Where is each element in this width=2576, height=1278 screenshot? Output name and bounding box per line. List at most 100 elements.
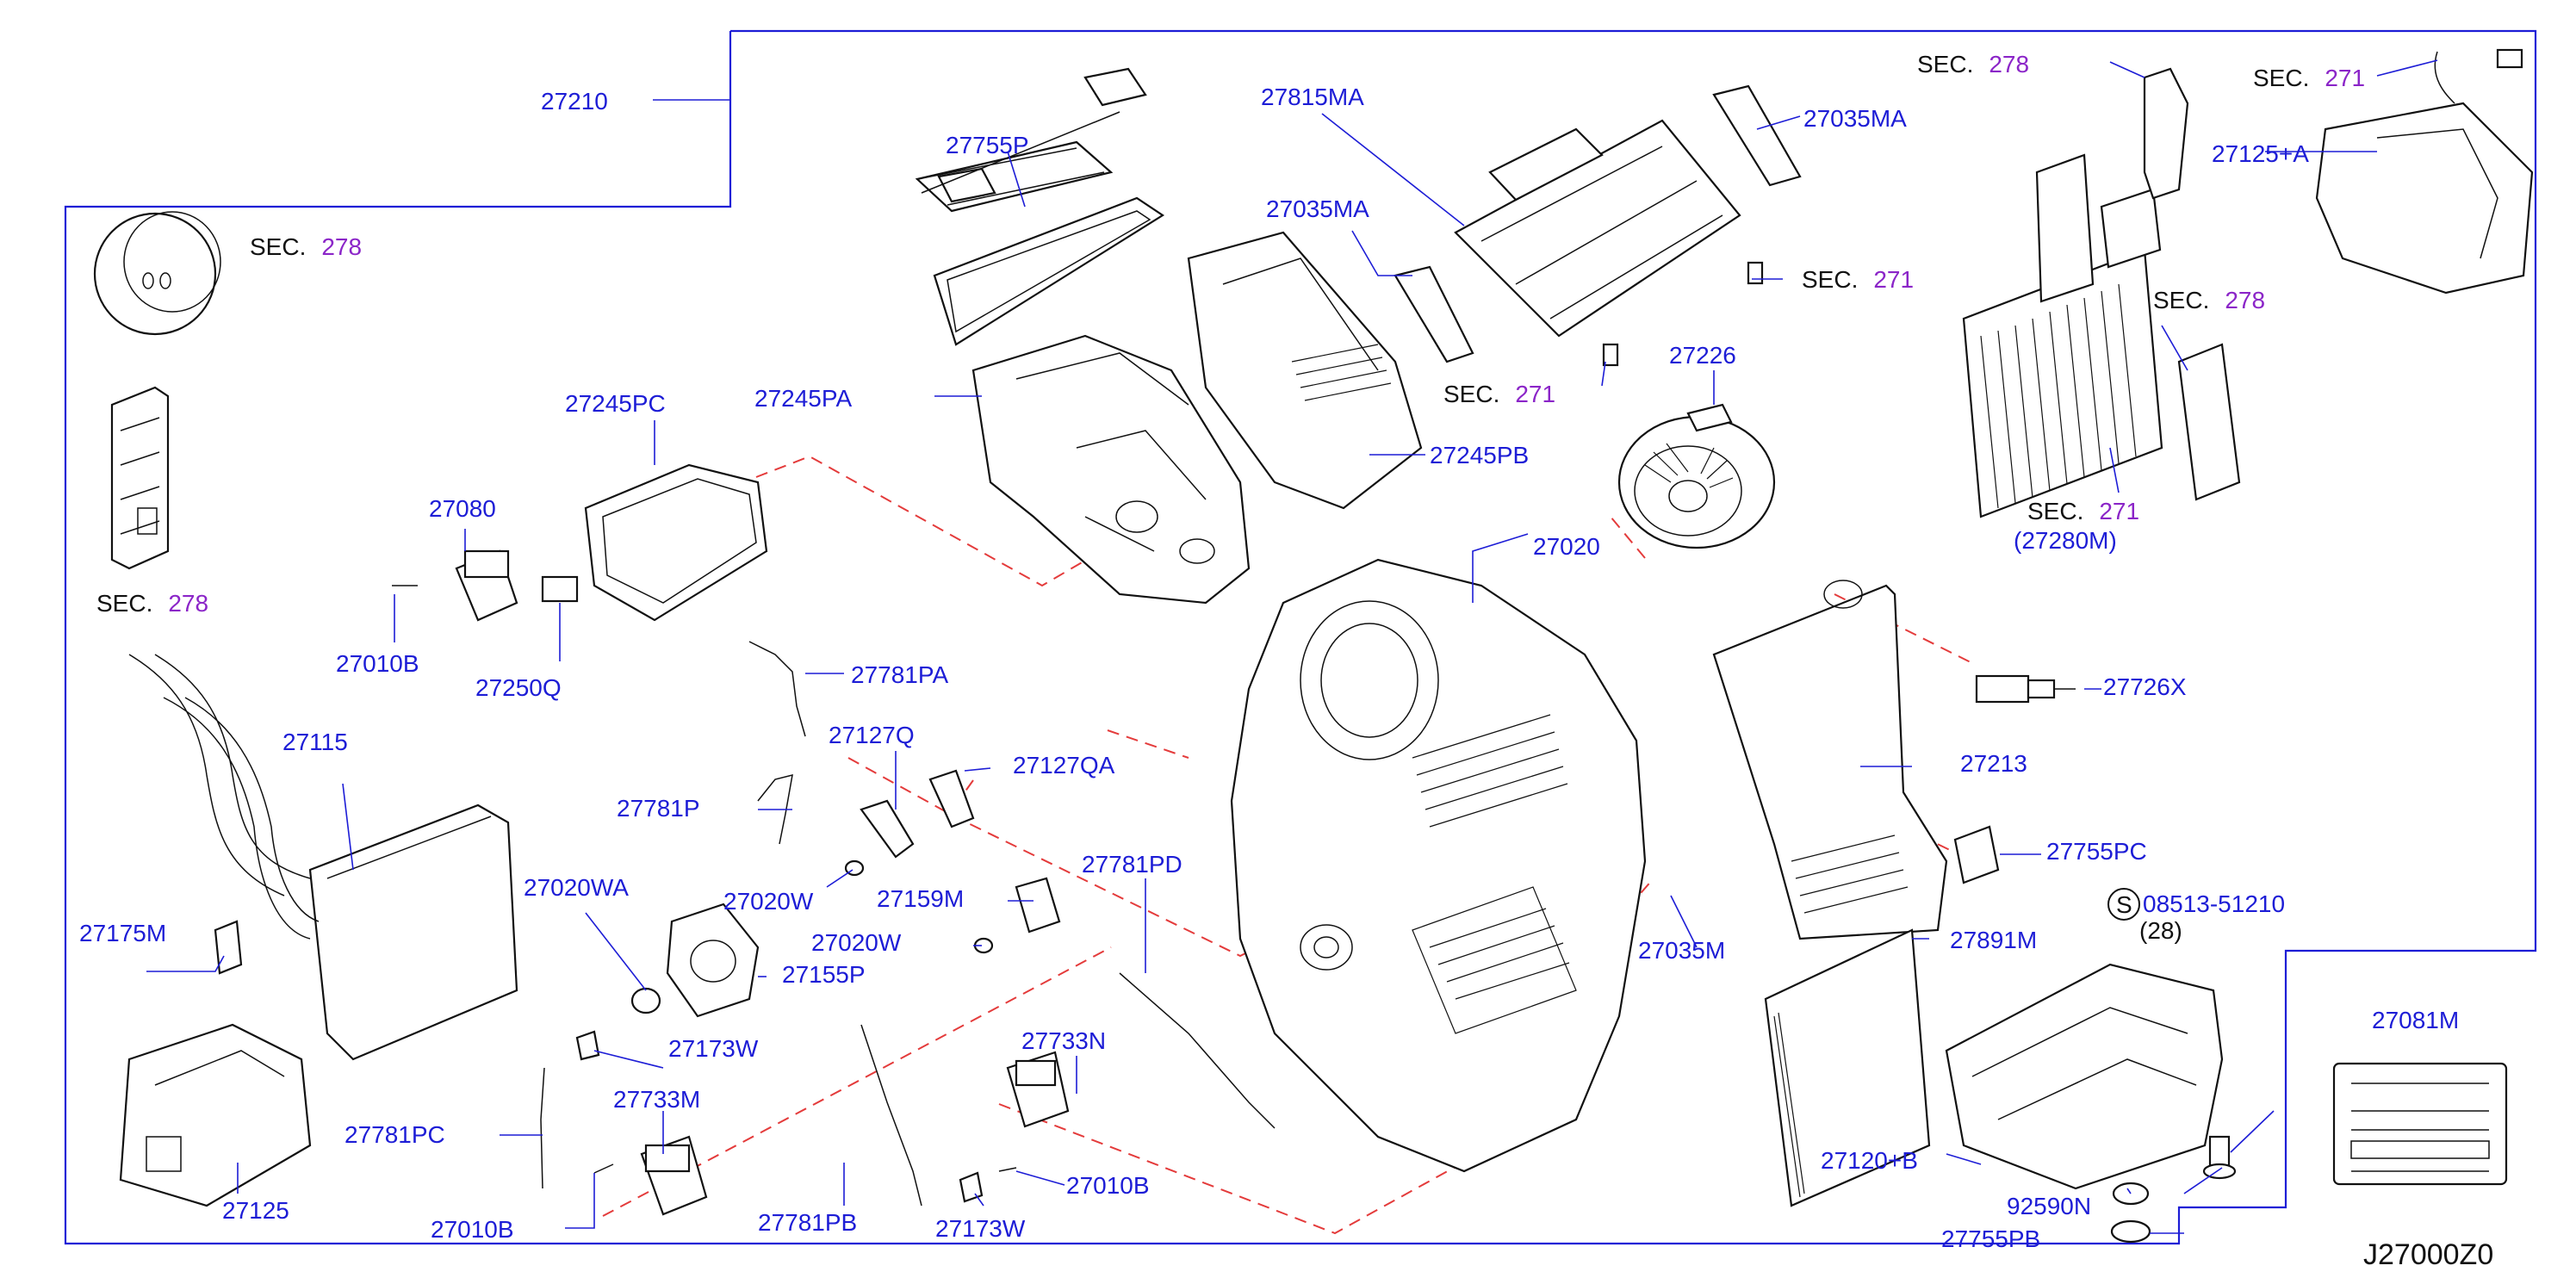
- label-27250Q: 27250Q: [475, 674, 562, 701]
- actuator-27080: [455, 549, 518, 622]
- case-27125: [119, 1023, 312, 1207]
- label-08513: 08513-51210: [2143, 890, 2285, 917]
- label-27213: 27213: [1960, 750, 2027, 777]
- sec-271-d: SEC.271: [2027, 498, 2139, 524]
- grommet-27755PB: [2110, 1219, 2151, 1244]
- label-27755PC: 27755PC: [2046, 838, 2147, 865]
- label-27733M: 27733M: [613, 1086, 700, 1113]
- seal-27035MA-top: [1712, 84, 1802, 187]
- case-27125A: [2315, 48, 2534, 295]
- evaporator-core: [1962, 153, 2163, 518]
- upper-case-27245PA: [971, 334, 1251, 605]
- label-27173W-b: 27173W: [935, 1215, 1026, 1242]
- filter-27891M: [1764, 928, 1931, 1207]
- clip-27173W-b: [959, 1171, 984, 1203]
- label-27726X: 27726X: [2103, 673, 2187, 700]
- label-27020W-a: 27020W: [723, 888, 814, 915]
- label-27010B-b: 27010B: [431, 1216, 514, 1243]
- case-side-27213: [1712, 580, 1948, 940]
- label-27120B: 27120+B: [1821, 1147, 1918, 1174]
- blower-motor-27226: [1617, 403, 1776, 549]
- seal-27755PC: [1953, 825, 2000, 884]
- filter-frame-top: [915, 67, 1147, 213]
- sec-278-b: SEC.278: [96, 590, 208, 617]
- sensor-27726X: [1975, 674, 2076, 704]
- bolt-08513: [2202, 1135, 2237, 1180]
- label-27127Q: 27127Q: [829, 722, 915, 748]
- s-symbol-letter: S: [2116, 891, 2132, 918]
- label-27781PD: 27781PD: [1082, 851, 1182, 878]
- bracket-sec278-top: [2143, 67, 2189, 200]
- actuator-27733N: [1006, 1051, 1070, 1128]
- label-27010B-c: 27010B: [1066, 1172, 1150, 1199]
- label-27035M: 27035M: [1638, 937, 1725, 964]
- label-27733N: 27733N: [1021, 1027, 1106, 1054]
- label-sticker-27081M: [2332, 1062, 2508, 1186]
- label-27127QA: 27127QA: [1013, 752, 1115, 779]
- rod-27781PA: [748, 641, 806, 737]
- rod-27781P: [757, 773, 793, 845]
- label-27815MA: 27815MA: [1261, 84, 1364, 110]
- screw-27010B-c: [998, 1167, 1017, 1172]
- sec-271-a: SEC.271: [2253, 65, 2365, 91]
- label-27280M: (27280M): [2014, 527, 2117, 554]
- label-92590N: 92590N: [2007, 1193, 2091, 1219]
- sec-278-c: SEC.278: [1917, 51, 2029, 78]
- label-27173W-a: 27173W: [668, 1035, 759, 1062]
- label-27020WA: 27020WA: [524, 874, 629, 901]
- duct-27815MA: [1454, 119, 1741, 338]
- screw-27010B-b: [593, 1163, 614, 1174]
- main-heater-case-27020: [1230, 558, 1647, 1173]
- assembly-boundary: [64, 29, 2537, 1245]
- label-27210: 27210: [541, 88, 608, 115]
- side-bracket-left: [110, 386, 170, 570]
- leader-lines: [146, 59, 2438, 1234]
- label-27035MA-mid: 27035MA: [1266, 195, 1369, 222]
- section-labels: SEC.278 SEC.278 SEC.278 SEC.278 SEC.271 …: [96, 51, 2365, 617]
- label-27035MA-top: 27035MA: [1803, 105, 1907, 132]
- blower-cover-disc: [93, 211, 221, 336]
- link-27159M: [1015, 877, 1061, 934]
- lever-27127QA: [928, 769, 975, 828]
- label-27155P: 27155P: [782, 961, 866, 988]
- label-27781PC: 27781PC: [345, 1121, 445, 1148]
- label-27781PB: 27781PB: [758, 1209, 857, 1236]
- rod-27781PC: [540, 1067, 545, 1189]
- label-27245PA: 27245PA: [754, 385, 852, 412]
- label-27080: 27080: [429, 495, 496, 522]
- part-27020WA: [630, 987, 661, 1014]
- label-27781P: 27781P: [617, 795, 700, 822]
- label-27115: 27115: [282, 729, 348, 755]
- clip-27173W-a: [575, 1030, 600, 1061]
- label-27175M: 27175M: [79, 920, 166, 946]
- gear-27155P: [666, 903, 760, 1018]
- label-28: (28): [2139, 917, 2182, 944]
- heater-core-27115: [128, 654, 518, 1061]
- label-27245PB: 27245PB: [1430, 442, 1529, 468]
- diagram-reference-code: J27000Z0: [2363, 1238, 2493, 1271]
- label-27020W-b: 27020W: [811, 929, 902, 956]
- sec-278-d: SEC.278: [2153, 287, 2265, 313]
- seal-27035MA-mid: [1394, 265, 1474, 363]
- label-27891M: 27891M: [1950, 927, 2037, 953]
- rod-27781PD: [1119, 972, 1276, 1129]
- link-27250Q: [541, 575, 579, 603]
- rod-27781PB: [860, 1024, 922, 1207]
- lever-27127Q: [860, 799, 915, 859]
- label-27125: 27125: [222, 1197, 289, 1224]
- label-27125A: 27125+A: [2212, 140, 2309, 167]
- clip-sec271-b: [1602, 343, 1619, 367]
- label-27159M: 27159M: [877, 885, 964, 912]
- label-27081M: 27081M: [2372, 1007, 2459, 1033]
- lower-tray-27120B: [1945, 963, 2224, 1190]
- sec-278-a: SEC.278: [250, 233, 362, 260]
- label-27020: 27020: [1533, 533, 1600, 560]
- s-symbol: S: [2107, 888, 2140, 921]
- label-27755P: 27755P: [946, 132, 1029, 158]
- label-27755PB: 27755PB: [1941, 1225, 2040, 1252]
- part-labels: 27210 27755P 27815MA 27035MA 27035MA 271…: [79, 84, 2459, 1252]
- bracket-sec278-right: [2177, 343, 2241, 501]
- sec-271-b: SEC.271: [1802, 266, 1914, 293]
- sec-271-c: SEC.271: [1443, 381, 1555, 407]
